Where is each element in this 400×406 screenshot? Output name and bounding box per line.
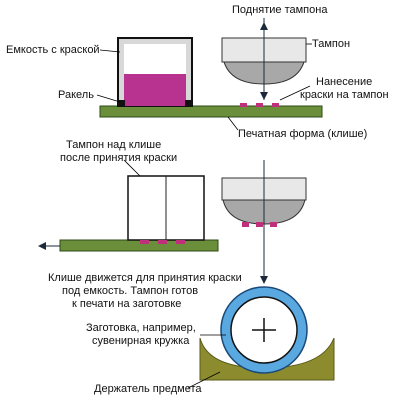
label-ink-application-2: краски на тампон <box>300 89 389 101</box>
pad-ink-dot <box>256 222 263 227</box>
label-pad-over-cliche-1: Тампон над клише <box>66 139 162 151</box>
leader-pad-over-cliche <box>123 159 141 177</box>
ink-dot <box>158 240 167 244</box>
label-workpiece-1: Заготовка, например, <box>86 322 196 334</box>
label-pad-over-cliche-2: после принятия краски <box>60 152 178 164</box>
doctor-blade-right <box>185 100 192 106</box>
label-cliche-moves-2: под емкость. Тампон готов <box>62 285 199 297</box>
pad-lift-arrow-icon <box>260 22 268 30</box>
cliche-cell <box>240 103 247 107</box>
label-cliche-moves-1: Клише движется для принятия краски <box>48 272 242 284</box>
pad-ink-dot <box>242 222 249 227</box>
label-ink-container: Емкость с краской <box>6 44 100 56</box>
label-printing-form: Печатная форма (клише) <box>238 128 368 140</box>
cliche-cell <box>272 103 279 107</box>
label-workpiece-2: сувенирная кружка <box>92 335 190 347</box>
ink-dot <box>140 240 149 244</box>
label-object-holder: Держатель предмета <box>94 383 202 395</box>
label-ink-application-1: Нанесение <box>316 76 373 88</box>
leader-object-holder <box>187 371 221 389</box>
leader-printing-form <box>227 116 239 131</box>
label-cliche-moves-3: к печати на заготовке <box>72 298 182 310</box>
cliche-move-arrow-icon <box>38 242 46 250</box>
ink-dot <box>176 240 185 244</box>
label-doctor-blade: Ракель <box>58 89 94 101</box>
doctor-blade-left <box>118 100 125 106</box>
printing-form-plate <box>99 105 323 118</box>
pad-print-arrow-icon <box>260 276 268 284</box>
leader-ink-container <box>99 49 121 53</box>
pad-ink-dot <box>270 222 277 227</box>
ink-container-window <box>124 44 186 74</box>
leader-doctor-blade <box>96 94 121 103</box>
label-pad-lift: Поднятие тампона <box>232 4 328 16</box>
cliche-cell <box>256 103 263 107</box>
leader-ink-application <box>279 85 311 101</box>
ink-fill <box>124 74 186 106</box>
label-pad: Тампон <box>312 38 351 50</box>
printing-form-plate-moved <box>59 239 219 252</box>
pad-down-arrow-icon <box>260 92 268 100</box>
